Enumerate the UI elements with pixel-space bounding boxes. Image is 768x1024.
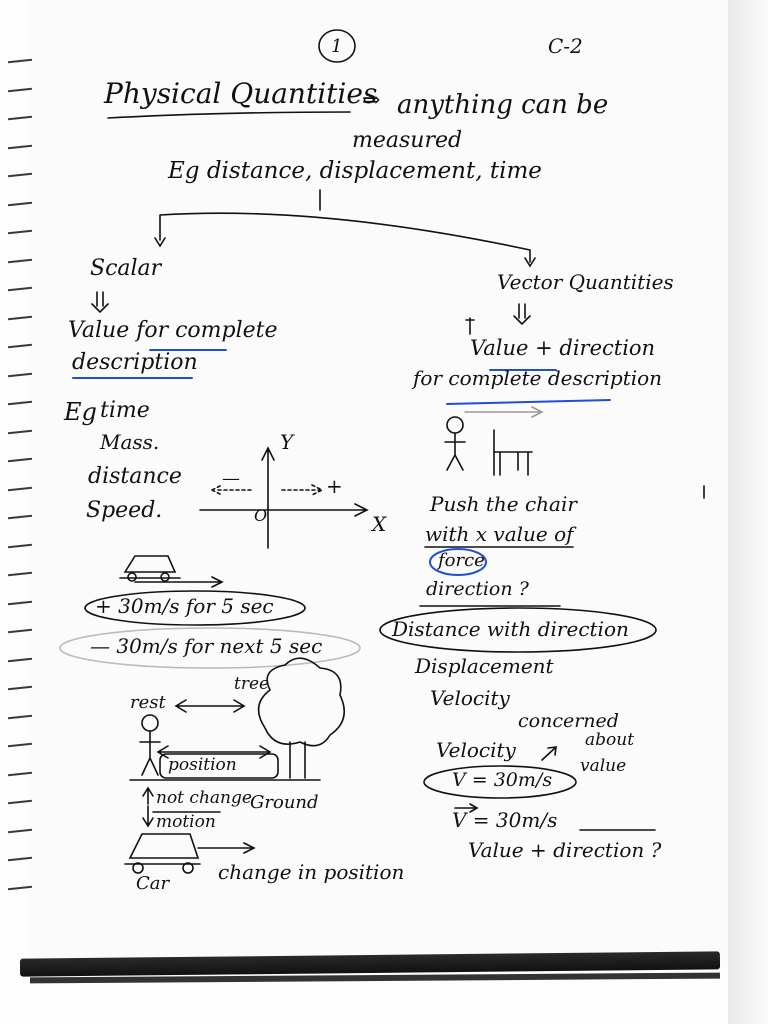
scalar-car-wheel bbox=[127, 572, 137, 582]
velocity: Velocity bbox=[430, 686, 510, 710]
direction-question: direction ? bbox=[426, 578, 529, 600]
page-right-edge bbox=[728, 0, 768, 1024]
stick-figure-head bbox=[141, 714, 159, 732]
example-line: Eg distance, displacement, time bbox=[168, 158, 542, 184]
y-axis-line bbox=[261, 446, 275, 549]
scalar-desc1: Value for complete bbox=[68, 318, 278, 343]
velocity-2: Velocity bbox=[436, 738, 516, 762]
vector-heading: Vector Quantities bbox=[497, 270, 674, 294]
plus-arrow bbox=[281, 484, 324, 496]
title-underline bbox=[107, 111, 351, 119]
car-label: Car bbox=[136, 873, 170, 894]
up-arrow bbox=[142, 786, 154, 805]
position-box bbox=[159, 753, 279, 779]
axis-minus: — bbox=[222, 468, 240, 489]
scalar-car-wheel bbox=[160, 572, 170, 582]
velocity-bubble bbox=[423, 765, 577, 799]
blue-ink bbox=[72, 349, 611, 576]
blue-circle-force bbox=[429, 548, 487, 576]
motion-car-wheel bbox=[132, 862, 144, 874]
push-arrow bbox=[464, 406, 544, 418]
rest-tree-arrow bbox=[174, 699, 246, 713]
axis-origin: O bbox=[254, 506, 268, 525]
motion-label: motion bbox=[156, 812, 216, 832]
vector-desc2: for complete description bbox=[413, 366, 663, 390]
motion-car-wheel bbox=[182, 862, 194, 874]
axis-plus: + bbox=[326, 474, 343, 498]
scalar-item: time bbox=[100, 398, 150, 423]
minus-arrow bbox=[211, 484, 253, 496]
axis-x-label: X bbox=[372, 512, 387, 536]
branch-arrowheads bbox=[154, 237, 536, 268]
value-word: value bbox=[580, 756, 627, 776]
scalar-item: distance bbox=[88, 464, 182, 489]
scalar-car-body bbox=[119, 555, 181, 579]
vector-small-mark bbox=[465, 317, 475, 335]
rest-label: rest bbox=[130, 692, 166, 713]
blue-underline-complete-description bbox=[446, 399, 611, 405]
scalar-eg: Eg bbox=[64, 398, 97, 426]
speed-bubble-faint bbox=[59, 627, 361, 669]
page-number: 1 bbox=[331, 36, 343, 57]
tree-trunk bbox=[289, 741, 306, 779]
value-plus-direction: Value + direction ? bbox=[468, 838, 662, 862]
scalar-desc2: description bbox=[72, 350, 198, 375]
vector-desc1: Value + direction bbox=[470, 336, 656, 360]
distance-direction-bubble bbox=[379, 607, 657, 653]
down-arrow bbox=[142, 805, 154, 828]
force-word: force bbox=[438, 550, 485, 571]
motion-car-body bbox=[124, 833, 201, 865]
not-change-label: not change bbox=[156, 788, 252, 808]
push-text2: with x value of bbox=[425, 522, 574, 546]
definition: anything can be bbox=[397, 90, 609, 120]
position-label: position bbox=[168, 755, 237, 775]
displacement: Displacement bbox=[415, 654, 554, 678]
vector-figure-body bbox=[444, 432, 466, 471]
scalar-double-arrow bbox=[91, 291, 109, 314]
tree-label: tree bbox=[234, 674, 270, 694]
title-arrow: ⇒ bbox=[362, 88, 381, 113]
speed-plus: + 30m/s for 5 sec bbox=[95, 594, 274, 618]
scalar-item: Mass. bbox=[100, 430, 160, 454]
concerned: concerned bbox=[518, 710, 619, 732]
speed-minus: — 30m/s for next 5 sec bbox=[90, 634, 323, 658]
push-text1: Push the chair bbox=[430, 492, 577, 516]
branch-lines bbox=[159, 189, 531, 263]
axis-y-label: Y bbox=[280, 430, 294, 454]
velocity-arrow bbox=[541, 746, 557, 761]
stick-figure-body bbox=[139, 730, 161, 776]
scalar-item: Speed. bbox=[86, 498, 163, 523]
velocity-vector-value: V = 30m/s bbox=[452, 808, 558, 832]
speed-bubble bbox=[84, 590, 306, 626]
page-code: C-2 bbox=[548, 34, 583, 58]
x-axis-line bbox=[199, 503, 369, 517]
position-arrow bbox=[156, 745, 272, 759]
motion-car-arrow bbox=[197, 842, 256, 854]
distance-with-direction: Distance with direction bbox=[392, 617, 629, 641]
vector-arrow-over-v bbox=[454, 803, 479, 813]
scalar-car-arrow bbox=[134, 576, 224, 588]
paper-sheet bbox=[30, 0, 730, 960]
vector-figure-head bbox=[446, 416, 464, 434]
vector-double-arrow bbox=[513, 303, 531, 326]
chair bbox=[493, 429, 533, 476]
about: about bbox=[585, 730, 635, 750]
title: Physical Quantities bbox=[104, 77, 378, 110]
velocity-value: V = 30m/s bbox=[452, 769, 553, 791]
ground-label: Ground bbox=[250, 792, 319, 813]
tree-crown bbox=[257, 657, 346, 747]
scalar-heading: Scalar bbox=[90, 256, 162, 281]
page-number-circle bbox=[318, 29, 356, 63]
change-in-position: change in position bbox=[218, 860, 405, 884]
definition-measured: measured bbox=[352, 128, 463, 153]
